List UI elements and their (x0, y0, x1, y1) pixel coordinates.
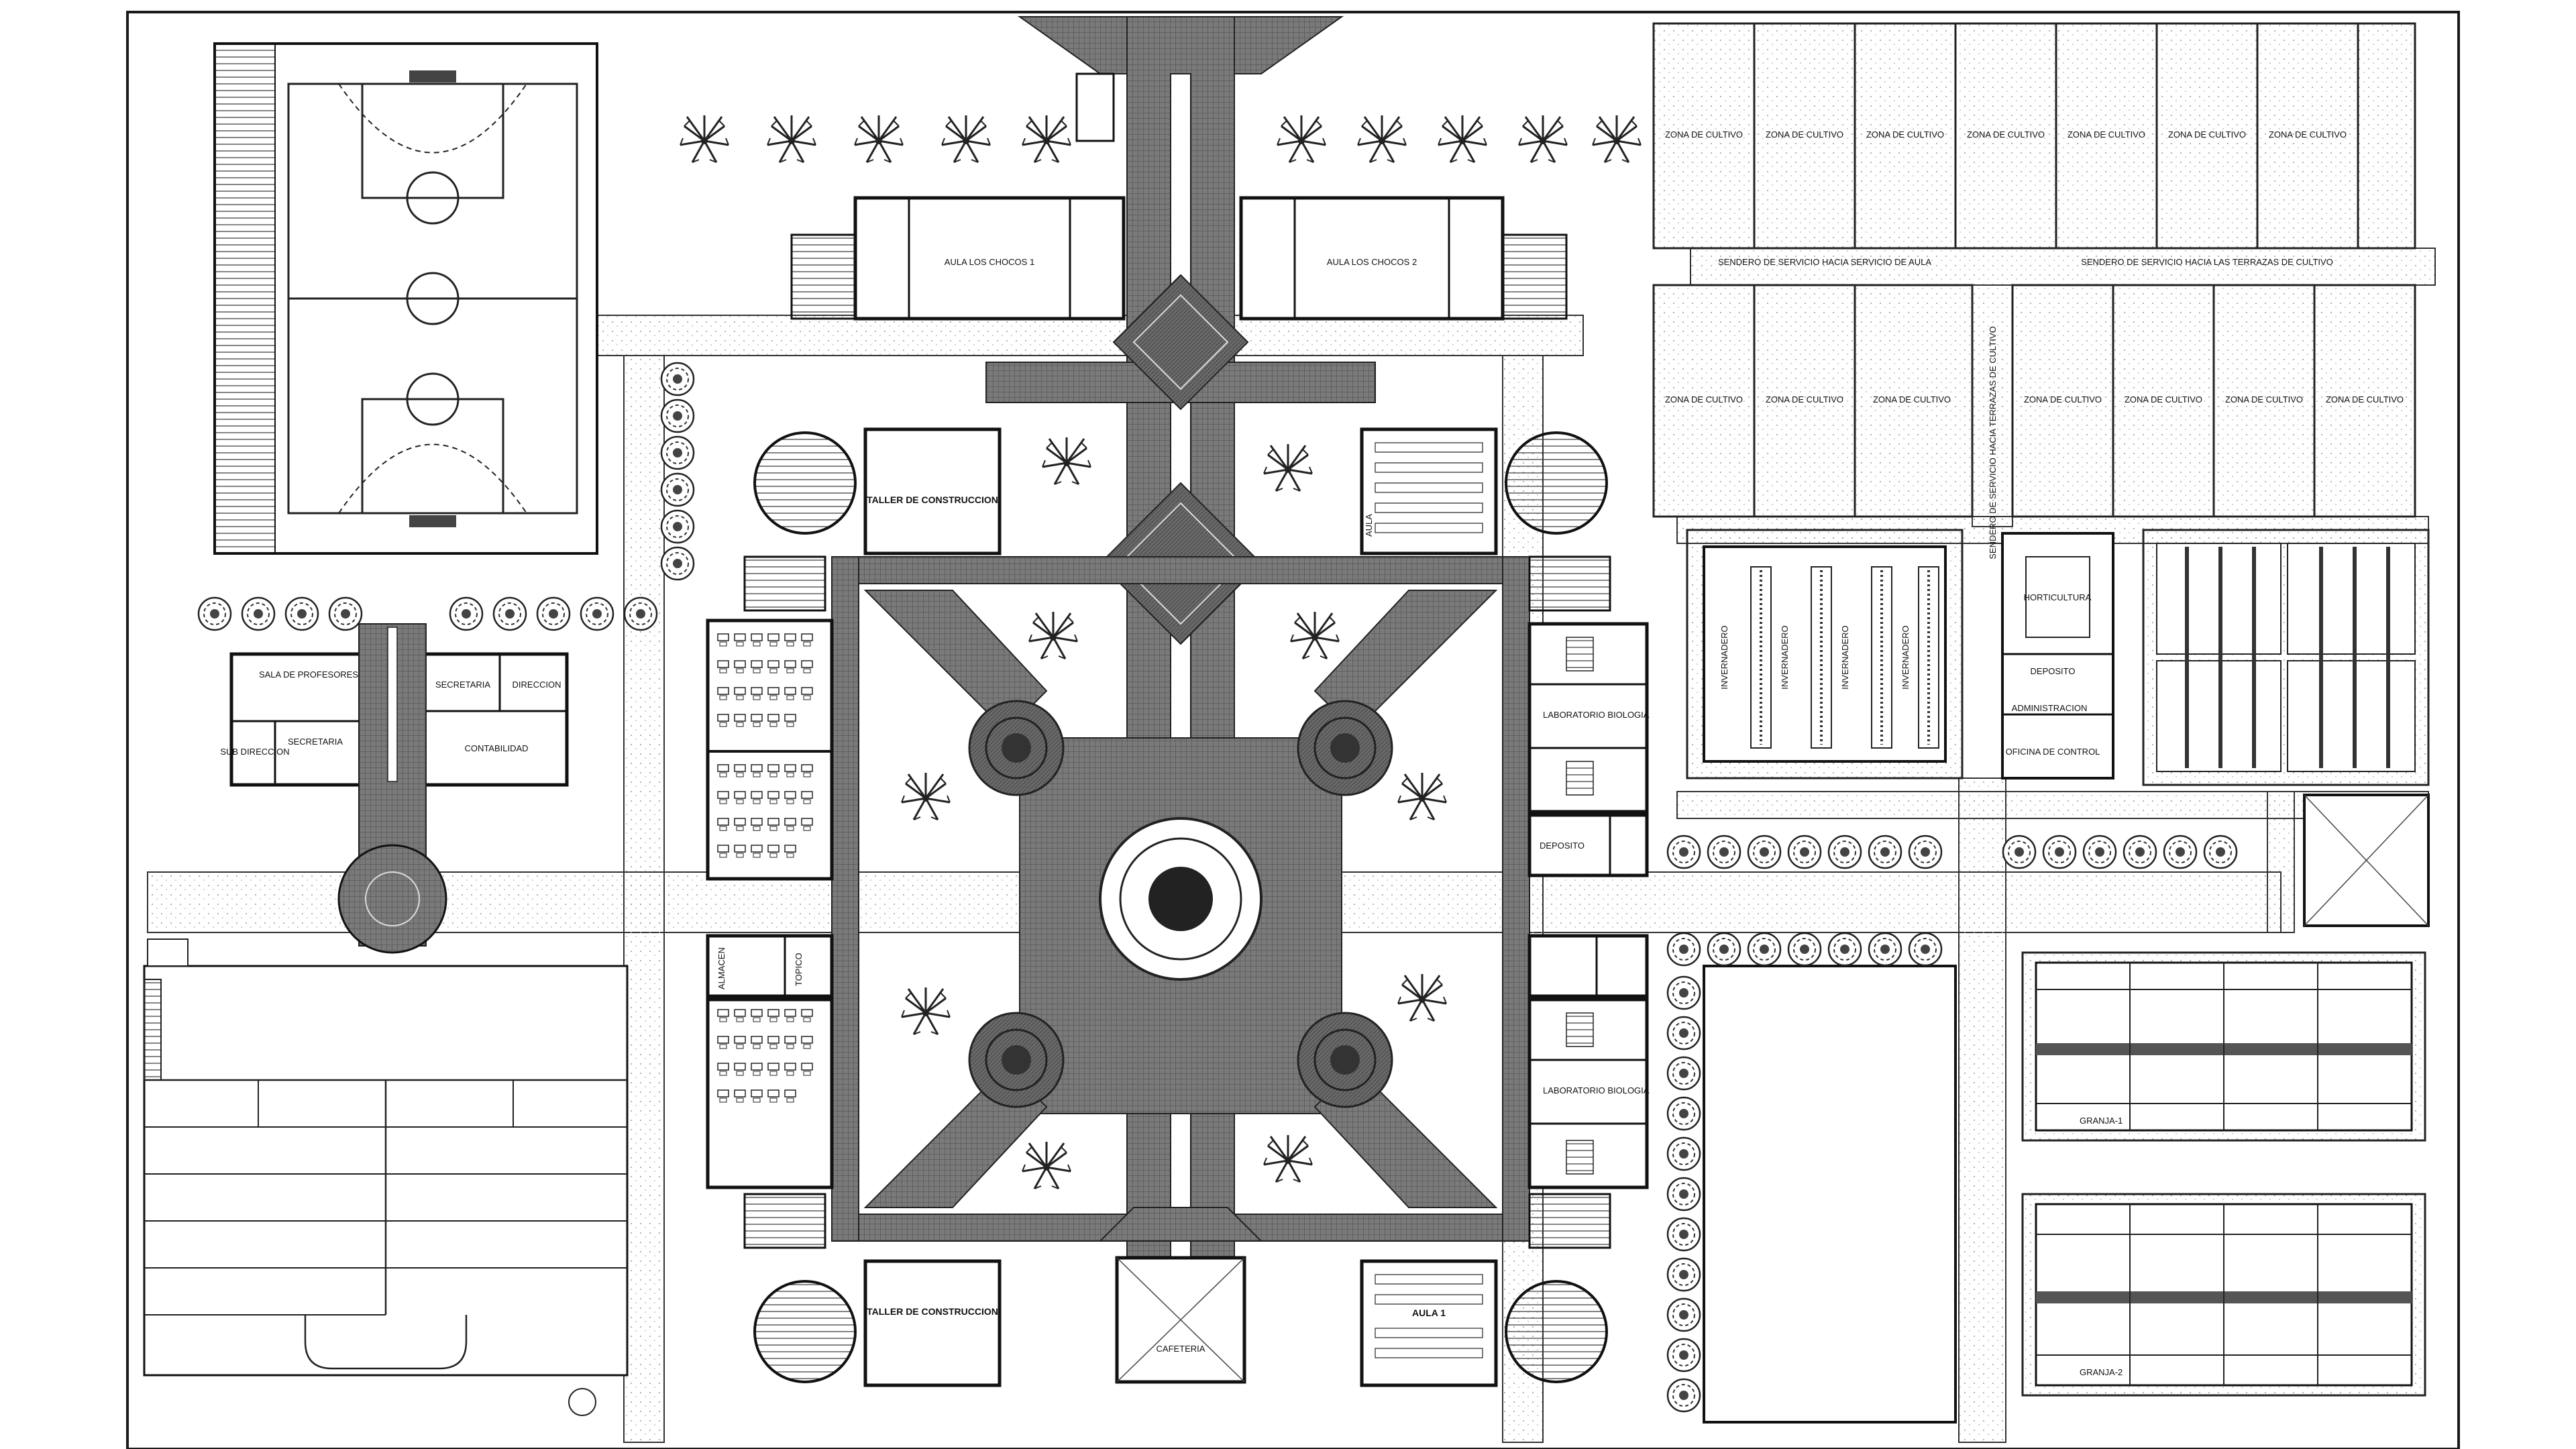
zona-cultivo-label: ZONA DE CULTIVO (2225, 394, 2303, 405)
aula-bottom: AULA 1 (1360, 1259, 1498, 1387)
deposito-label: DEPOSITO (1540, 841, 1585, 851)
basketball-court (213, 42, 598, 555)
zona-cultivo-label: ZONA DE CULTIVO (1665, 129, 1743, 140)
zona-cultivo-label: ZONA DE CULTIVO (1766, 394, 1843, 405)
sub-direccion-label: SUB DIRECCION (220, 747, 289, 757)
zona-cultivo-label: ZONA DE CULTIVO (1866, 129, 1944, 140)
secretaria-2-label: SECRETARIA (435, 680, 490, 690)
granja-1: GRANJA-1 (2021, 951, 2426, 1142)
horticultura-label: HORTICULTURA (2024, 592, 2092, 602)
contabilidad-label: CONTABILIDAD (464, 743, 528, 753)
granja-2-label: GRANJA-2 (2080, 1367, 2123, 1377)
greenhouse: INVERNADERO INVERNADERO INVERNADERO INVE… (1686, 529, 1964, 780)
zona-cultivo-label: ZONA DE CULTIVO (2068, 129, 2145, 140)
oficina-control-label: OFICINA DE CONTROL (2006, 747, 2100, 757)
invernadero-label: INVERNADERO (1840, 625, 1850, 689)
zona-cultivo-label: ZONA DE CULTIVO (1873, 394, 1951, 405)
sala-profesores-label: SALA DE PROFESORES (259, 669, 358, 680)
zona-cultivo-label: ZONA DE CULTIVO (2125, 394, 2202, 405)
aula-block-left: AULA LOS CHOCOS 1 (790, 196, 1126, 321)
horticulture-building: HORTICULTURA DEPOSITO ADMINISTRACION OFI… (2001, 532, 2114, 780)
sports-field (1703, 965, 1957, 1424)
granja-2: GRANJA-2 (2021, 1193, 2426, 1397)
taller-bottom-label: TALLER DE CONSTRUCCION (867, 1306, 998, 1317)
direccion-label: DIRECCION (513, 680, 561, 690)
horticulture-plots (2142, 529, 2430, 786)
central-quad (831, 556, 1530, 1242)
lab-top-label: LABORATORIO BIOLOGIA (1543, 710, 1650, 720)
invernadero-label: INVERNADERO (1719, 625, 1729, 689)
lab-wing-right-bottom: LABORATORIO BIOLOGIA (1527, 934, 1650, 1189)
aula-bottom-label: AULA 1 (1412, 1307, 1446, 1318)
stair-towers (753, 431, 1608, 1383)
deposito-2-label: DEPOSITO (2031, 666, 2076, 676)
zona-cultivo-label: ZONA DE CULTIVO (2326, 394, 2404, 405)
taller-top-label: TALLER DE CONSTRUCCION (867, 494, 998, 505)
toilet-top (1075, 72, 1115, 142)
small-stairs (743, 555, 1611, 1249)
invernadero-label: INVERNADERO (1780, 625, 1790, 689)
zona-cultivo-label: ZONA DE CULTIVO (1967, 129, 2045, 140)
cultivation-zone: ZONA DE CULTIVO ZONA DE CULTIVO ZONA DE … (1652, 22, 2416, 559)
taller-top: TALLER DE CONSTRUCCION (863, 427, 1002, 555)
invernadero-label: INVERNADERO (1900, 625, 1911, 689)
zona-cultivo-label: ZONA DE CULTIVO (1665, 394, 1743, 405)
zona-cultivo-label: ZONA DE CULTIVO (1766, 129, 1843, 140)
aula-1-label: AULA LOS CHOCOS 1 (945, 257, 1034, 267)
granja-1-label: GRANJA-1 (2080, 1116, 2123, 1126)
lab-wing-right-top: LABORATORIO BIOLOGIA DEPOSITO (1527, 622, 1650, 877)
aula-top-label: AULA (1364, 514, 1374, 537)
zona-cultivo-label: ZONA DE CULTIVO (2269, 129, 2347, 140)
topico-label: TOPICO (794, 953, 804, 986)
sendero-1-label: SENDERO DE SERVICIO HACIA SERVICIO DE AU… (1718, 257, 1931, 267)
aula-top: AULA (1360, 427, 1498, 555)
cafeteria: CAFETERIA (1115, 1256, 1246, 1384)
aula-2-label: AULA LOS CHOCOS 2 (1327, 257, 1417, 267)
secretaria-1-label: SECRETARIA (288, 737, 343, 747)
aula-block-right: AULA LOS CHOCOS 2 (1239, 196, 1568, 321)
almacen-label: ALMACEN (716, 947, 727, 989)
zona-cultivo-label: ZONA DE CULTIVO (2024, 394, 2102, 405)
taller-bottom: TALLER DE CONSTRUCCION (863, 1259, 1002, 1387)
classroom-wing-left-top (706, 619, 834, 881)
sendero-v-label: SENDERO DE SERVICIO HACIA TERRAZAS DE CU… (1988, 326, 1998, 559)
administracion-label: ADMINISTRACION (2012, 703, 2088, 713)
parking-lot (143, 938, 629, 1416)
cafeteria-label: CAFETERIA (1157, 1344, 1205, 1354)
classroom-wing-left-bottom: ALMACEN TOPICO (706, 934, 834, 1189)
admin-building: SALA DE PROFESORES SECRETARIA SUB DIRECC… (220, 623, 569, 954)
sendero-2-label: SENDERO DE SERVICIO HACIA LAS TERRAZAS D… (2081, 257, 2333, 267)
zona-cultivo-label: ZONA DE CULTIVO (2168, 129, 2246, 140)
lab-bottom-label: LABORATORIO BIOLOGIA (1543, 1085, 1650, 1095)
